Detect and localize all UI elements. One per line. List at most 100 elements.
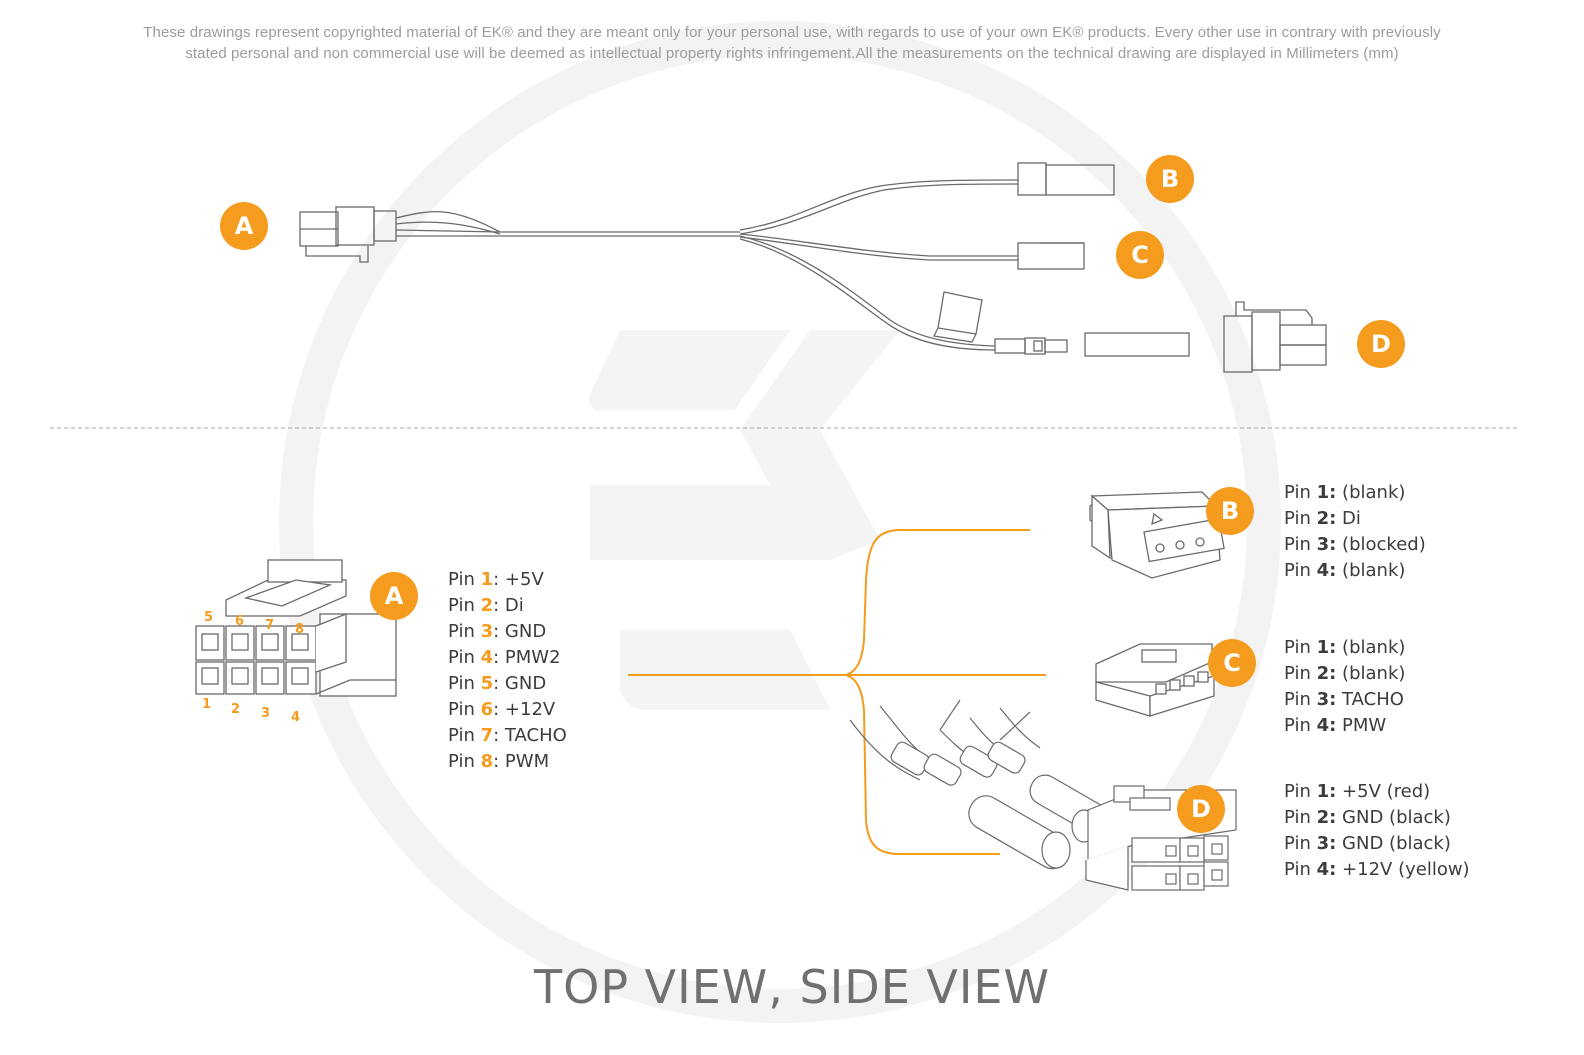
pin-description: GND (black) bbox=[1336, 833, 1451, 854]
pin-description: : +12V bbox=[493, 699, 556, 720]
pin-row: Pin 8: PWM bbox=[448, 749, 567, 775]
pin-label: Pin bbox=[1284, 689, 1317, 710]
pin-label: Pin bbox=[448, 751, 481, 772]
pin-number: 4: bbox=[1316, 859, 1337, 880]
pin-number-3: 3 bbox=[261, 706, 271, 721]
pin-row: Pin 1: (blank) bbox=[1284, 635, 1405, 661]
pin-description: TACHO bbox=[1336, 689, 1404, 710]
pin-number: 1: bbox=[1316, 482, 1337, 503]
pin-description: : TACHO bbox=[493, 725, 567, 746]
pin-row: Pin 7: TACHO bbox=[448, 723, 567, 749]
side-badge-a: A bbox=[370, 572, 418, 620]
side-badge-c: C bbox=[1208, 639, 1256, 687]
pin-row: Pin 3: GND (black) bbox=[1284, 831, 1470, 857]
pin-number: 3: bbox=[1316, 534, 1337, 555]
pin-label: Pin bbox=[1284, 807, 1317, 828]
pin-row: Pin 1: +5V (red) bbox=[1284, 779, 1470, 805]
disclaimer-line-1: These drawings represent copyrighted mat… bbox=[143, 24, 1441, 41]
pin-number-1: 1 bbox=[202, 697, 212, 712]
pin-label: Pin bbox=[1284, 781, 1317, 802]
pin-label: Pin bbox=[448, 647, 481, 668]
top-badge-a: A bbox=[220, 202, 268, 250]
pin-description: : PWM bbox=[493, 751, 550, 772]
side-badge-b: B bbox=[1206, 487, 1254, 535]
pin-number: 7 bbox=[480, 725, 494, 746]
pin-row: Pin 3: TACHO bbox=[1284, 687, 1405, 713]
pin-number-8: 8 bbox=[295, 622, 305, 637]
pin-number: 3: bbox=[1316, 833, 1337, 854]
pin-description: PMW bbox=[1336, 715, 1387, 736]
pin-number: 6 bbox=[480, 699, 494, 720]
pin-description: (blocked) bbox=[1336, 534, 1426, 555]
pin-label: Pin bbox=[448, 699, 481, 720]
pin-label: Pin bbox=[448, 595, 481, 616]
pin-number: 2: bbox=[1316, 807, 1337, 828]
pin-number: 4: bbox=[1316, 715, 1337, 736]
pin-label: Pin bbox=[448, 725, 481, 746]
pin-row: Pin 2: Di bbox=[448, 593, 567, 619]
pin-number: 1: bbox=[1316, 637, 1337, 658]
pin-label: Pin bbox=[1284, 663, 1317, 684]
pin-label: Pin bbox=[1284, 482, 1317, 503]
pin-number: 1 bbox=[480, 569, 494, 590]
side-connector-b bbox=[1089, 491, 1225, 579]
pin-label: Pin bbox=[1284, 508, 1317, 529]
pin-number-6: 6 bbox=[235, 614, 245, 629]
pin-number: 2: bbox=[1316, 663, 1337, 684]
pin-number: 1: bbox=[1316, 781, 1337, 802]
pin-number: 4: bbox=[1316, 560, 1337, 581]
pin-description: +5V (red) bbox=[1336, 781, 1431, 802]
pin-number: 8 bbox=[480, 751, 494, 772]
pin-description: : PMW2 bbox=[493, 647, 561, 668]
pin-description: : GND bbox=[493, 621, 547, 642]
pin-bracket-lines bbox=[628, 529, 1046, 855]
pin-label: Pin bbox=[1284, 534, 1317, 555]
pin-number: 2: bbox=[1316, 508, 1337, 529]
pin-number: 3 bbox=[480, 621, 494, 642]
pin-row: Pin 2: GND (black) bbox=[1284, 805, 1470, 831]
pin-number-2: 2 bbox=[231, 702, 241, 717]
pin-description: : GND bbox=[493, 673, 547, 694]
side-connector-d bbox=[849, 699, 1237, 891]
pin-label: Pin bbox=[1284, 637, 1317, 658]
pin-number-4: 4 bbox=[291, 710, 301, 725]
pin-row: Pin 2: Di bbox=[1284, 506, 1426, 532]
pinout-list-b: Pin 1: (blank) Pin 2: Di Pin 3: (blocked… bbox=[1284, 480, 1426, 584]
pin-row: Pin 4: +12V (yellow) bbox=[1284, 857, 1470, 883]
pin-number: 4 bbox=[480, 647, 494, 668]
pin-description: Di bbox=[1336, 508, 1361, 529]
copyright-disclaimer: These drawings represent copyrighted mat… bbox=[40, 22, 1544, 64]
view-title: TOP VIEW, SIDE VIEW bbox=[534, 960, 1050, 1014]
pin-row: Pin 4: PMW bbox=[1284, 713, 1405, 739]
pinout-list-c: Pin 1: (blank) Pin 2: (blank) Pin 3: TAC… bbox=[1284, 635, 1405, 739]
disclaimer-line-2: stated personal and non commercial use w… bbox=[185, 45, 1399, 62]
pin-description: +12V (yellow) bbox=[1336, 859, 1470, 880]
pin-number: 2 bbox=[480, 595, 494, 616]
pinout-list-d: Pin 1: +5V (red) Pin 2: GND (black) Pin … bbox=[1284, 779, 1470, 883]
pin-description: (blank) bbox=[1336, 560, 1406, 581]
top-view-drawing bbox=[299, 162, 1327, 373]
pin-label: Pin bbox=[1284, 715, 1317, 736]
pin-description: (blank) bbox=[1336, 663, 1406, 684]
pinout-list-a: Pin 1: +5V Pin 2: Di Pin 3: GND Pin 4: P… bbox=[448, 567, 567, 775]
pin-row: Pin 6: +12V bbox=[448, 697, 567, 723]
top-connector-c bbox=[1017, 242, 1085, 270]
pin-row: Pin 3: (blocked) bbox=[1284, 532, 1426, 558]
top-badge-d: D bbox=[1357, 320, 1405, 368]
pin-row: Pin 4: (blank) bbox=[1284, 558, 1426, 584]
side-connector-a bbox=[195, 559, 397, 697]
pin-description: : Di bbox=[493, 595, 524, 616]
side-badge-d: D bbox=[1177, 785, 1225, 833]
side-connector-c bbox=[1095, 643, 1215, 717]
pin-row: Pin 2: (blank) bbox=[1284, 661, 1405, 687]
pin-row: Pin 1: +5V bbox=[448, 567, 567, 593]
pin-row: Pin 1: (blank) bbox=[1284, 480, 1426, 506]
pin-label: Pin bbox=[448, 569, 481, 590]
pin-number-7: 7 bbox=[265, 618, 275, 633]
pin-label: Pin bbox=[448, 621, 481, 642]
pin-description: (blank) bbox=[1336, 482, 1406, 503]
pin-label: Pin bbox=[448, 673, 481, 694]
pin-label: Pin bbox=[1284, 859, 1317, 880]
pin-number: 5 bbox=[480, 673, 494, 694]
pin-row: Pin 4: PMW2 bbox=[448, 645, 567, 671]
